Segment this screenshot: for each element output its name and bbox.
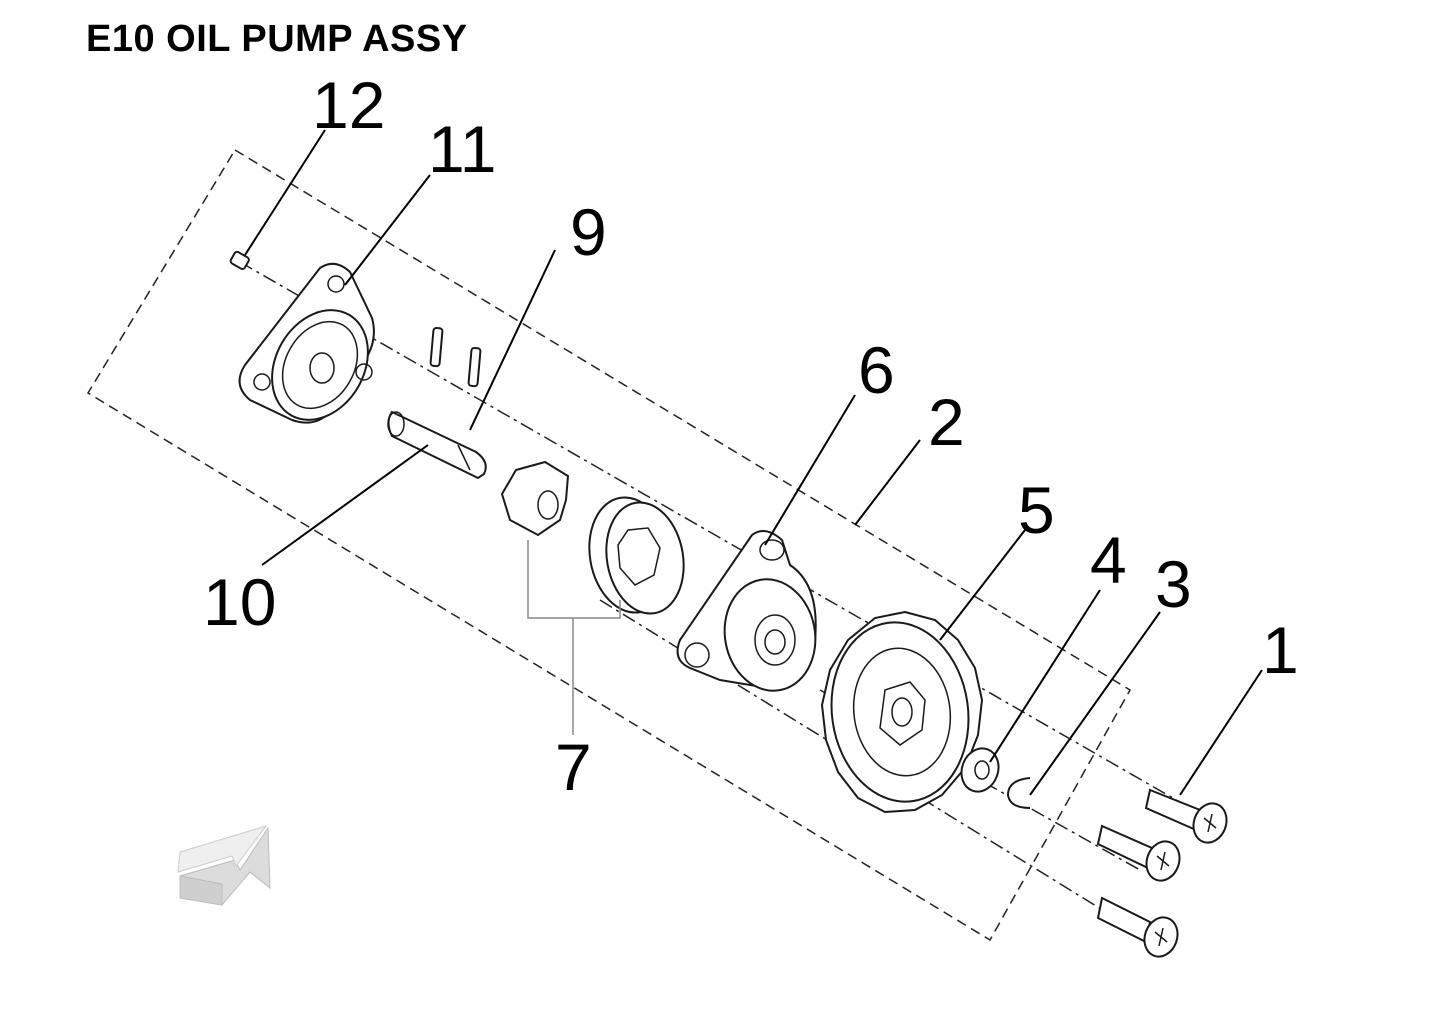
callout-11: 11 (428, 112, 497, 186)
leader-2 (854, 439, 921, 526)
front-direction-arrow-icon (177, 825, 271, 906)
part-2-pump-body (676, 530, 817, 692)
part-7-inner-rotor (500, 460, 570, 537)
leader-3 (1029, 611, 1161, 796)
part-10-shaft (387, 410, 487, 480)
callout-4: 4 (1090, 523, 1127, 597)
leader-lines (244, 129, 1263, 796)
leader-4 (989, 589, 1101, 763)
part-9-pins (429, 326, 482, 388)
callout-12: 12 (312, 68, 385, 142)
callout-3: 3 (1155, 547, 1192, 621)
leader-6 (764, 394, 856, 546)
part-1-bolts (1096, 788, 1228, 958)
callout-5: 5 (1018, 473, 1055, 547)
part-3-eclip (1006, 777, 1031, 809)
part-5-gear (820, 610, 984, 814)
callout-9: 9 (570, 195, 607, 269)
assembly-boundary (86, 148, 1132, 942)
leader-5 (939, 529, 1026, 641)
bolt-upper (1144, 788, 1228, 844)
bolt-middle (1096, 824, 1181, 882)
bolt-lower (1096, 896, 1179, 958)
center-axis-main (239, 261, 1186, 806)
leader-10 (261, 444, 429, 566)
leader-9 (469, 249, 556, 431)
callout-6: 6 (858, 333, 895, 407)
callout-labels: 12 11 9 10 6 2 5 4 3 1 7 (203, 68, 1299, 804)
leader-1 (1179, 669, 1263, 796)
callout-7-bracket (527, 540, 621, 735)
callout-7: 7 (555, 730, 592, 804)
part-11-pump-cover (238, 262, 375, 424)
part-12-plug (229, 250, 250, 270)
center-axis-lower (599, 599, 1136, 931)
part-7-outer-rotor (588, 496, 685, 615)
leader-12 (244, 129, 326, 256)
leader-11 (344, 174, 431, 286)
page-title: E10 OIL PUMP ASSY (86, 18, 468, 60)
callout-2: 2 (928, 385, 965, 459)
part-4-washer (960, 747, 1000, 793)
callout-10: 10 (203, 565, 276, 639)
callout-1: 1 (1262, 613, 1299, 687)
